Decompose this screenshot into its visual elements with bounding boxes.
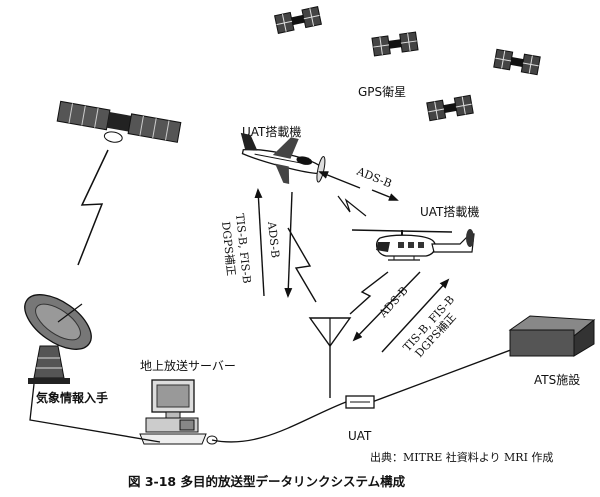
ads-b-left-label: ADS-B <box>265 220 282 259</box>
uat-label: UAT <box>348 429 372 443</box>
downlink-bolt <box>77 149 109 266</box>
line-uat-ats <box>371 347 517 403</box>
tis-fis-up-arrow <box>254 188 265 297</box>
ads-b-top-label: ADS-B <box>354 164 394 190</box>
plane-heli-bolt <box>337 195 367 217</box>
helicopter-icon <box>351 229 475 261</box>
ads-b-right-label: ADS-B <box>376 284 411 321</box>
line-server-uat <box>211 401 347 443</box>
computer-icon <box>139 379 218 445</box>
uat-aircraft-heli-label: UAT搭載機 <box>420 204 479 219</box>
ads-b-right-arrow <box>352 271 421 342</box>
antenna-plane-bolt <box>287 227 317 303</box>
gps-satellite-2 <box>371 31 419 57</box>
building-icon <box>508 315 596 357</box>
dgps-left-label: DGPS補正 <box>219 221 238 277</box>
figure-caption: 図 3-18 多目的放送型データリンクシステム構成 <box>128 474 406 489</box>
line-dish-server <box>29 383 161 443</box>
gps-satellite-1 <box>274 6 322 34</box>
antenna-icon <box>308 317 352 398</box>
weather-satellite-icon <box>56 100 182 143</box>
ads-b-down-arrow <box>284 191 293 298</box>
uat-ground-unit <box>345 395 375 409</box>
dish-icon <box>24 294 92 384</box>
ats-facility-label: ATS施設 <box>534 372 580 387</box>
gps-satellites-label: GPS衛星 <box>358 85 406 99</box>
source-note: 出典：MITRE 社資料より MRI 作成 <box>370 450 553 464</box>
antenna-heli-bolt <box>349 271 389 315</box>
weather-station-label: 気象情報入手 <box>36 390 108 405</box>
gps-satellite-4 <box>426 94 474 122</box>
airplane-icon <box>240 132 326 185</box>
tis-fis-right-arrow <box>381 278 450 353</box>
ads-b-arrow-plane <box>318 171 361 189</box>
gps-satellite-3 <box>493 48 541 76</box>
ads-b-arrow-heli <box>371 189 399 201</box>
uat-aircraft-plane-label: UAT搭載機 <box>242 124 301 139</box>
ground-server-label: 地上放送サーバー <box>140 358 236 373</box>
